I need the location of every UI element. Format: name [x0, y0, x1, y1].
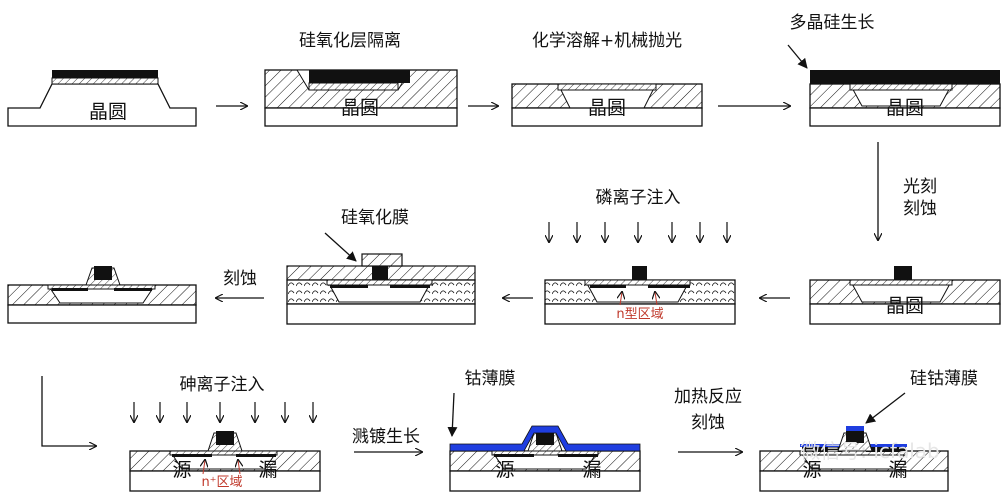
step2-oxide-isolation: 硅氧化层隔离 晶圆 — [264, 31, 458, 127]
step4-poly-growth: 多晶硅生长 晶圆 — [787, 13, 1001, 127]
label-cmp: 化学溶解+机械抛光 — [532, 31, 682, 51]
wafer-label: 晶圆 — [886, 97, 924, 119]
wafer-label: 晶圆 — [886, 295, 924, 317]
step5-gate-patterned: 晶圆 — [809, 266, 1001, 325]
drain-label: 漏 — [258, 459, 277, 481]
label-photo-2: 刻蚀 — [903, 199, 937, 219]
label-phosphorus-implant: 磷离子注入 — [596, 188, 681, 208]
step3-cmp: 化学溶解+机械抛光 晶圆 — [511, 31, 703, 127]
source-label: 源 — [802, 459, 821, 481]
label-heat-react-2: 刻蚀 — [691, 413, 725, 433]
pointer-arrow — [787, 44, 808, 69]
step7-oxide-film: 硅氧化膜 — [286, 208, 476, 325]
wafer-label: 晶圆 — [341, 97, 379, 119]
label-cobalt-film: 钴薄膜 — [465, 369, 516, 389]
pointer-arrow — [324, 232, 357, 262]
label-heat-react-1: 加热反应 — [674, 387, 742, 407]
wafer-label: 晶圆 — [588, 97, 626, 119]
pointer-arrow — [447, 392, 458, 437]
label-photo-1: 光刻 — [903, 177, 937, 197]
step10-cobalt-film: 钴薄膜 源 漏 — [447, 369, 641, 492]
label-poly-growth: 多晶硅生长 — [790, 13, 875, 33]
pointer-arrow — [865, 392, 906, 424]
drain-label: 漏 — [888, 459, 907, 481]
label-n-plus-region: n⁺区域 — [201, 475, 242, 490]
source-label: 源 — [495, 459, 514, 481]
step11-silicide: 硅钴薄膜 源 漏 — [759, 369, 978, 492]
implant-arrows — [134, 402, 313, 422]
step6-phosphorus-implant: 磷离子注入 n型区域 — [544, 188, 736, 325]
step9-arsenic-implant: 砷离子注入 源 漏 n⁺区域 — [129, 375, 321, 492]
label-etch: 刻蚀 — [223, 269, 257, 289]
label-n-region: n型区域 — [616, 307, 663, 322]
watermark: 微信号: icfalab — [800, 439, 939, 463]
flow-connector — [41, 376, 96, 446]
label-sputter: 溅镀生长 — [352, 427, 420, 447]
label-silicide: 硅钴薄膜 — [910, 369, 978, 389]
step1-wafer-mesa: 晶圆 — [7, 70, 197, 127]
step8-spacers — [7, 266, 197, 324]
label-sio2-isolation: 硅氧化层隔离 — [299, 31, 401, 51]
wafer-label: 晶圆 — [89, 101, 127, 123]
label-sio2-film: 硅氧化膜 — [341, 208, 409, 228]
drain-label: 漏 — [582, 459, 601, 481]
source-label: 源 — [172, 459, 191, 481]
implant-arrows — [549, 222, 727, 242]
label-arsenic-implant: 砷离子注入 — [180, 375, 265, 395]
